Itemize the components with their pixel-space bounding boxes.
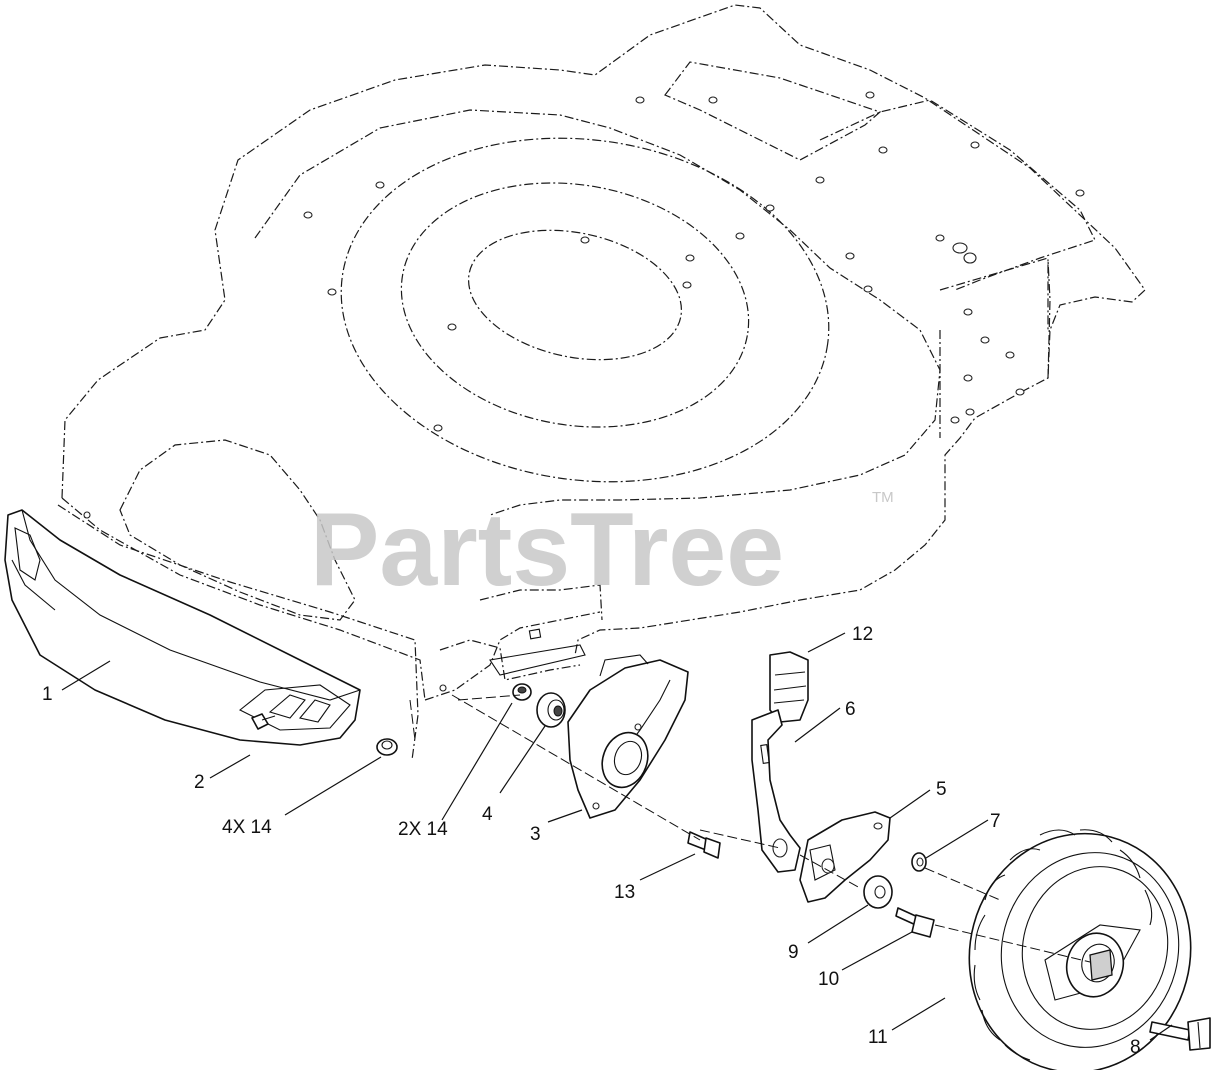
part-10-wheel-bolt (895, 907, 935, 938)
callout-2x14: 2X 14 (398, 819, 448, 840)
callout-7: 7 (990, 811, 1001, 832)
callout-10: 10 (818, 969, 839, 990)
part-14-nut-front (376, 738, 398, 756)
deck-holes (83, 91, 1085, 692)
callout-4: 4 (482, 804, 493, 825)
callout-5: 5 (936, 779, 947, 800)
part-11-wheel (968, 829, 1192, 1070)
callout-9: 9 (788, 942, 799, 963)
part-3-adjust-plate (567, 654, 689, 819)
callout-6: 6 (845, 699, 856, 720)
callout-1: 1 (42, 684, 53, 705)
part-13-bolt (687, 831, 721, 859)
part-14-nut-rear (512, 683, 532, 701)
part-2-screw (251, 713, 276, 730)
watermark-trademark: TM (872, 489, 894, 506)
leader-lines (61, 632, 1173, 1041)
part-1-front-bumper (4, 509, 361, 746)
part-6-lever-arm (751, 709, 801, 873)
mower-deck-outline (57, 4, 1146, 761)
part-8-shoulder-bolt (1149, 1017, 1211, 1051)
callout-2: 2 (194, 772, 205, 793)
assembly-axes (409, 694, 1091, 963)
callout-8: 8 (1130, 1037, 1141, 1058)
part-7-washer (911, 852, 927, 872)
part-9-spacer (863, 875, 893, 909)
callout-3: 3 (530, 824, 541, 845)
callout-12: 12 (852, 624, 873, 645)
part-5-pivot-bracket (799, 811, 891, 903)
callouts: 1 2 4X 14 2X 14 4 3 13 12 6 5 7 9 10 11 … (42, 624, 1141, 1058)
callout-4x14: 4X 14 (222, 817, 272, 838)
part-4-bushing (536, 692, 566, 728)
watermark: PartsTree TM (310, 489, 894, 608)
watermark-text: PartsTree (310, 492, 784, 608)
callout-11: 11 (868, 1027, 888, 1048)
callout-13: 13 (614, 882, 635, 903)
